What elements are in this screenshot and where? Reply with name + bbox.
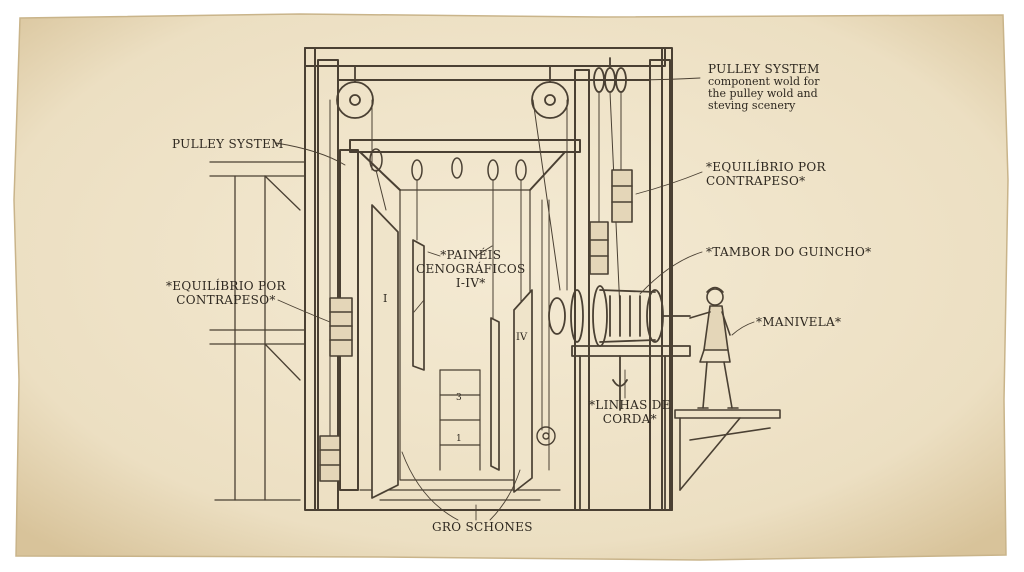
label-counterweight-left: *EQUILÍBRIO POR CONTRAPESO* [166,279,286,307]
label-counterweight-right: *EQUILÍBRIO POR CONTRAPESO* [706,160,826,188]
label-pulley-system-left: PULLEY SYSTEM [172,137,284,151]
operator-platform [674,409,781,491]
scenic-panels [371,204,533,499]
label-crank: *MANIVELA* [756,315,842,329]
label-pulley-system-top: PULLEY SYSTEM [708,62,820,76]
floor-number-3: 3 [456,393,462,403]
leader-bottom-b [489,469,521,521]
leader-panels-a [427,251,441,257]
ropes [329,91,622,471]
leader-panels-c [413,299,425,313]
leader-panels-b [475,245,493,257]
leader-pulley-top [627,77,701,81]
left-scaffold [209,161,306,501]
label-winch-drum: *TAMBOR DO GUINCHO* [706,245,872,259]
label-scenic-panels: *PAINÉIS CENOGRÁFICOS I-IV* [416,248,526,290]
parchment-sheet [13,13,1009,561]
floor-number-1: 1 [456,434,462,444]
panel-numerals: I IV 3 1 [383,292,528,444]
label-rope-lines: *LINHAS DE CORDA* [589,398,671,426]
leader-pulley-left [275,142,346,166]
leader-lines [275,77,755,521]
operator-figure [689,286,739,409]
leader-bottom-a [401,451,459,521]
leader-counterweight-right [635,171,703,195]
panel-numeral-i: I [383,292,387,305]
leader-counterweight-left [277,299,331,323]
panel-numeral-iv: IV [516,332,528,343]
leader-crank [731,321,755,336]
leader-winch-drum [639,251,703,295]
winch-drum [548,285,691,511]
label-bottom: GRO SCHONES [432,520,533,534]
hanging-pulley [536,426,556,446]
counterweights [319,169,633,482]
label-pulley-system-top-note: component wold for the pulley wold and s… [708,75,820,112]
